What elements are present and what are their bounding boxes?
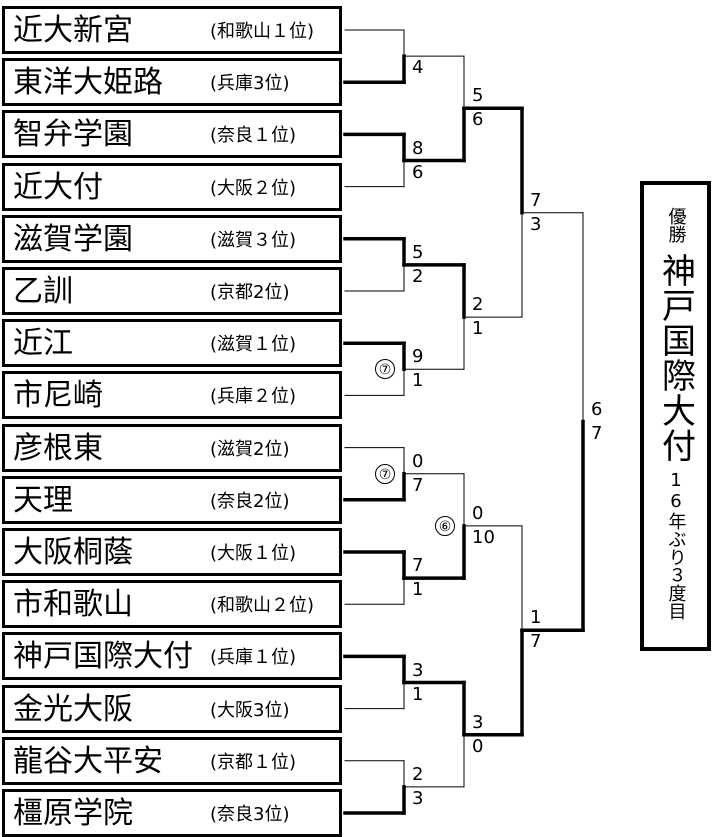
score-bottom: 1 (412, 370, 424, 392)
score-top: 3 (412, 659, 424, 681)
team-row: 滋賀学園 (滋賀３位) (2, 214, 342, 263)
score-top: 5 (412, 241, 424, 263)
team-seed: (大阪１位) (210, 543, 297, 564)
champion-box: 優勝 神戸国際大付 16年ぶり３度目 (640, 181, 711, 651)
score-top: 8 (412, 137, 424, 159)
team-row: 龍谷大平安 (京都１位) (2, 736, 342, 785)
team-seed: (滋賀３位) (210, 229, 297, 251)
champion-label-text: 優勝 (665, 207, 687, 243)
team-seed: (兵庫3位) (210, 73, 290, 95)
team-name: 彦根東 (13, 430, 103, 466)
score-bottom: 2 (412, 265, 424, 287)
team-row: 智弁学園 (奈良１位) (2, 110, 342, 159)
team-seed: (大阪２位) (210, 177, 297, 199)
team-seed: (兵庫１位) (210, 647, 297, 669)
team-row: 東洋大姫路 (兵庫3位) (2, 58, 342, 107)
team-row: 市和歌山 (和歌山２位) (2, 580, 342, 629)
innings-mark: ⑦ (375, 463, 395, 484)
champion-label: 優勝 (644, 207, 707, 243)
team-seed: (滋賀１位) (210, 334, 297, 356)
champion-name: 神戸国際大付 (644, 253, 707, 463)
team-row: 橿原学院 (奈良3位) (2, 789, 342, 837)
team-seed: (和歌山２位) (210, 595, 315, 617)
team-row: 市尼崎 (兵庫２位) (2, 371, 342, 420)
team-seed: (滋賀2位) (210, 438, 290, 460)
score-top: 5 (472, 85, 484, 107)
team-name: 金光大阪 (13, 691, 133, 727)
score-bottom: 10 (472, 526, 495, 548)
team-row: 大阪桐蔭 (大阪１位) (2, 528, 342, 576)
team-name: 智弁学園 (13, 117, 133, 153)
champion-note: 16年ぶり３度目 (644, 470, 707, 620)
score-top: 1 (530, 607, 542, 629)
score-bottom: 7 (530, 631, 542, 653)
score-top: 6 (591, 398, 603, 420)
score-bottom: 7 (591, 422, 603, 444)
team-row: 乙訓 (京都2位) (2, 267, 342, 315)
score-top: 0 (472, 502, 484, 524)
team-name: 橿原学院 (13, 796, 133, 831)
champion-note-text: 16年ぶり３度目 (665, 470, 687, 620)
team-seed: (京都１位) (210, 751, 297, 773)
team-seed: (奈良2位) (210, 490, 290, 512)
team-name: 近江 (13, 326, 73, 362)
score-bottom: 6 (472, 109, 484, 131)
score-top: 0 (412, 450, 424, 472)
team-row: 金光大阪 (大阪3位) (2, 684, 342, 733)
innings-mark: ⑥ (435, 515, 455, 536)
team-name: 近大新宮 (13, 13, 133, 48)
team-name: 龍谷大平安 (13, 743, 163, 779)
team-name: 市和歌山 (13, 587, 133, 623)
team-name: 滋賀学園 (13, 221, 133, 257)
team-name: 近大付 (13, 169, 103, 205)
score-bottom: 0 (472, 735, 484, 757)
champion-name-text: 神戸国際大付 (655, 253, 696, 463)
score-bottom: 3 (530, 213, 542, 235)
innings-mark: ⑦ (375, 359, 395, 380)
team-seed: (兵庫２位) (210, 386, 297, 408)
team-row: 近江 (滋賀１位) (2, 319, 342, 368)
team-seed: (奈良3位) (210, 804, 290, 825)
score-bottom: 4 (412, 57, 424, 79)
score-top: 3 (472, 711, 484, 733)
score-bottom: 3 (412, 787, 424, 809)
team-seed: (京都2位) (210, 282, 290, 303)
team-row: 神戸国際大付 (兵庫１位) (2, 632, 342, 681)
score-top: 7 (412, 555, 424, 577)
team-seed: (奈良１位) (210, 125, 297, 147)
team-seed: (大阪3位) (210, 699, 290, 721)
score-bottom: 7 (412, 474, 424, 496)
score-bottom: 1 (472, 318, 484, 340)
score-top: 7 (530, 189, 542, 211)
team-name: 神戸国際大付 (13, 639, 193, 675)
score-top: 9 (412, 346, 424, 368)
score-top: 2 (472, 294, 484, 316)
team-name: 東洋大姫路 (13, 65, 163, 101)
team-row: 近大新宮 (和歌山１位) (2, 6, 342, 54)
team-name: 天理 (13, 482, 73, 518)
team-name: 大阪桐蔭 (13, 535, 133, 570)
score-bottom: 6 (412, 161, 424, 183)
team-row: 天理 (奈良2位) (2, 475, 342, 524)
team-row: 近大付 (大阪２位) (2, 162, 342, 211)
team-row: 彦根東 (滋賀2位) (2, 423, 342, 472)
score-top: 2 (412, 763, 424, 785)
team-name: 市尼崎 (13, 378, 103, 414)
team-seed: (和歌山１位) (210, 21, 315, 42)
team-name: 乙訓 (13, 274, 73, 309)
score-bottom: 1 (412, 683, 424, 705)
score-bottom: 1 (412, 579, 424, 601)
